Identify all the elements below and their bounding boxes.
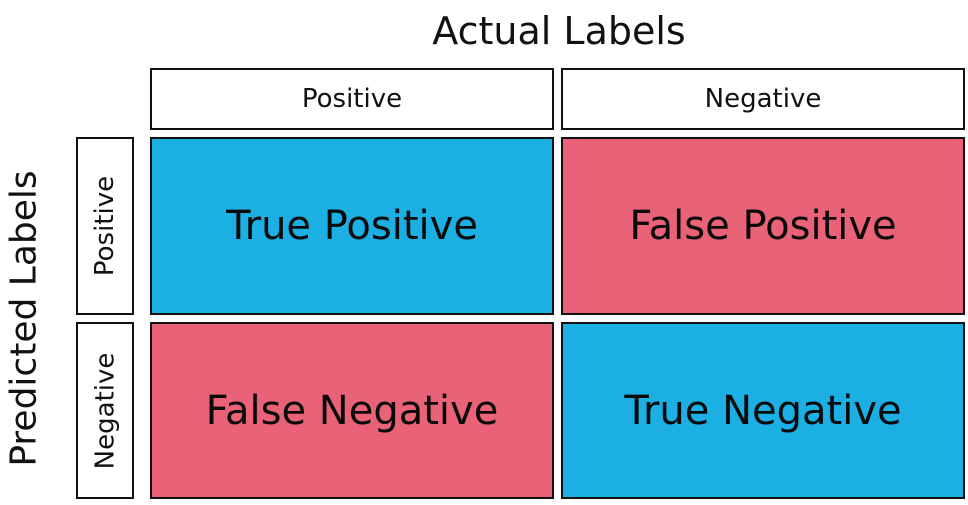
row-header-negative-label: Negative — [90, 352, 120, 469]
column-header-positive: Positive — [150, 68, 554, 130]
actual-labels-title: Actual Labels — [150, 0, 968, 62]
predicted-labels-text: Predicted Labels — [3, 169, 45, 467]
cell-false-negative-label: False Negative — [205, 387, 499, 434]
actual-labels-text: Actual Labels — [432, 9, 686, 53]
row-header-positive: Positive — [76, 137, 134, 315]
column-header-negative-label: Negative — [704, 84, 822, 114]
column-header-positive-label: Positive — [301, 84, 403, 114]
cell-true-positive-label: True Positive — [226, 203, 478, 249]
column-header-negative: Negative — [561, 68, 965, 130]
cell-true-positive: True Positive — [150, 137, 554, 315]
row-header-positive-label: Positive — [90, 175, 121, 277]
cell-true-negative: True Negative — [561, 322, 965, 499]
cell-true-negative-label: True Negative — [624, 387, 902, 434]
row-header-negative: Negative — [76, 322, 134, 499]
cell-false-positive-label: False Positive — [629, 203, 897, 249]
cell-false-negative: False Negative — [150, 322, 554, 499]
cell-false-positive: False Positive — [561, 137, 965, 315]
predicted-labels-title: Predicted Labels — [0, 137, 48, 499]
